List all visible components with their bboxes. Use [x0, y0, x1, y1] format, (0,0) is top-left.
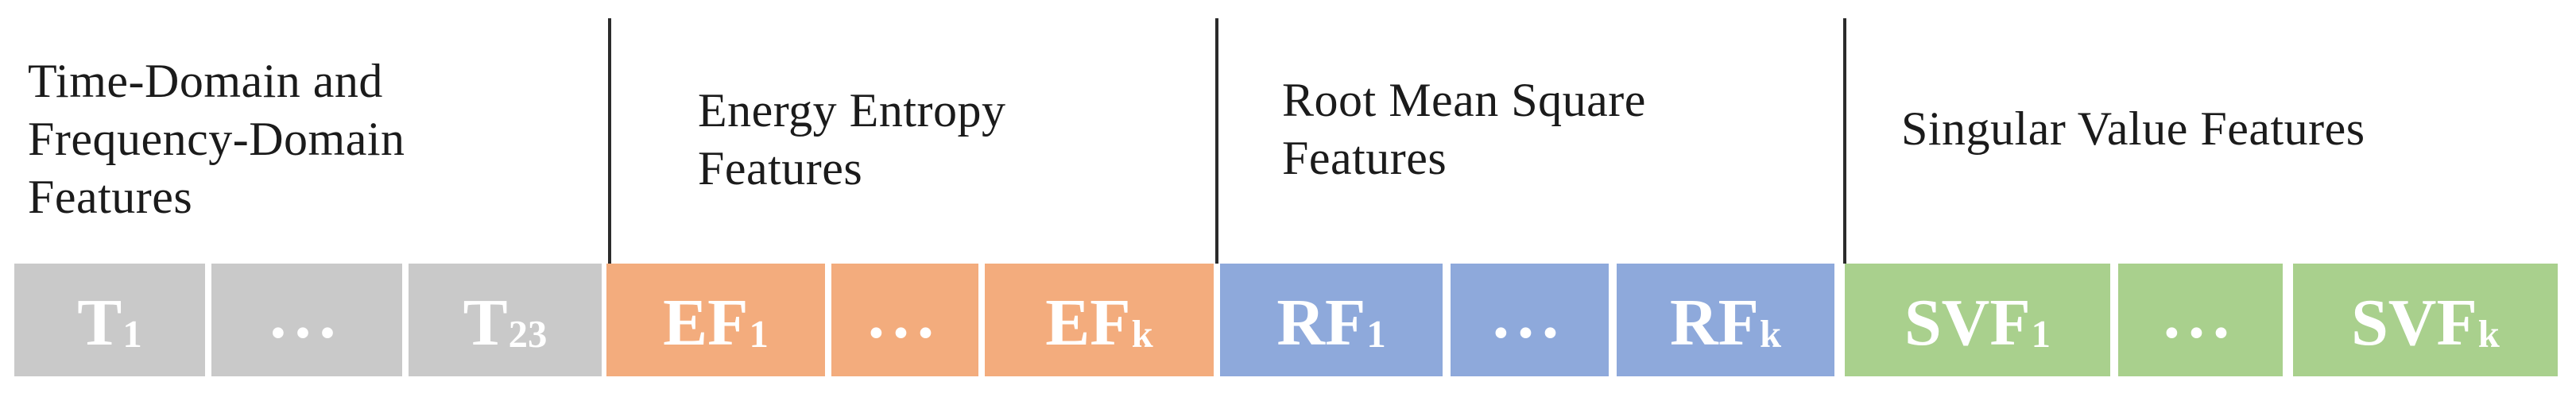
cell-subscript: 1 [2031, 312, 2051, 356]
cell-subscript: 1 [122, 312, 142, 356]
section-divider [608, 18, 611, 264]
cell-EF-ellipsis: ... [831, 264, 978, 376]
section-label-time-frequency-domain: Time-Domain and Frequency-Domain Feature… [28, 52, 405, 226]
cell-subscript: 23 [508, 312, 548, 356]
cell-subscript: k [2477, 312, 2500, 356]
cell-symbol: EF [663, 285, 749, 360]
section-label-root-mean-square: Root Mean Square Features [1282, 71, 1646, 187]
cell-symbol: T [77, 285, 122, 360]
cell-T-ellipsis: ... [211, 264, 402, 376]
cell-SVF-ellipsis: ... [2118, 264, 2283, 376]
cell-symbol: RF [1276, 285, 1366, 360]
section-divider [1843, 18, 1846, 264]
section-label-energy-entropy: Energy Entropy Features [698, 82, 1005, 198]
cell-subscript: k [1759, 312, 1782, 356]
cell-symbol: RF [1669, 285, 1759, 360]
ellipsis: ... [269, 279, 344, 353]
section-divider [1215, 18, 1218, 264]
cell-symbol: T [463, 285, 508, 360]
cell-RF-ellipsis: ... [1451, 264, 1609, 376]
cell-subscript: k [1131, 312, 1153, 356]
ellipsis: ... [867, 279, 943, 353]
ellipsis: ... [2163, 279, 2238, 353]
label-line: Energy Entropy [698, 84, 1006, 137]
label-line: Features [698, 142, 863, 195]
label-line: Features [1282, 132, 1447, 184]
label-line: Frequency-Domain [28, 113, 405, 165]
section-label-singular-value: Singular Value Features [1901, 100, 2365, 158]
cell-symbol: SVF [2351, 285, 2477, 360]
label-line: Time-Domain and [28, 55, 383, 107]
cell-symbol: EF [1045, 285, 1131, 360]
ellipsis: ... [1492, 279, 1567, 353]
label-line: Singular Value Features [1901, 102, 2365, 155]
cell-symbol: SVF [1904, 285, 2031, 360]
cell-subscript: 1 [1366, 312, 1386, 356]
label-line: Features [28, 171, 193, 223]
label-line: Root Mean Square [1282, 74, 1646, 126]
cell-subscript: 1 [749, 312, 769, 356]
